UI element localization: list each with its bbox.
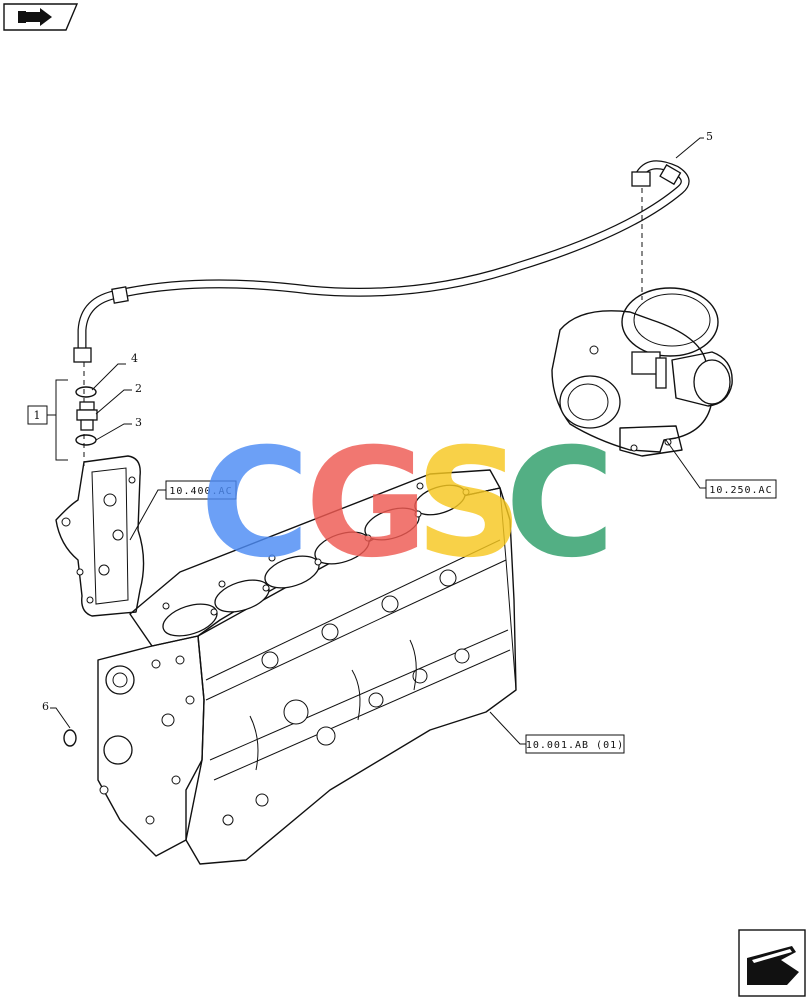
watermark-letter-4: C xyxy=(505,417,615,591)
callout-1: 1 xyxy=(34,409,41,422)
ref-front-cover[interactable]: 10.400.AC xyxy=(165,480,237,500)
callout-1-box: 1 xyxy=(27,405,48,425)
callout-3: 3 xyxy=(135,416,142,429)
adapter-fitting xyxy=(76,401,98,431)
watermark: C G S C xyxy=(200,417,615,591)
turbocharger xyxy=(551,287,733,457)
book-arrow-icon[interactable] xyxy=(3,3,79,31)
engine-block xyxy=(97,469,517,865)
svg-text:10.250.AC: 10.250.AC xyxy=(709,485,772,496)
o-ring-lower xyxy=(75,434,97,446)
watermark-letter-2: G xyxy=(305,417,428,591)
svg-text:10.001.AB (01): 10.001.AB (01) xyxy=(526,740,624,751)
callout-4: 4 xyxy=(131,352,138,365)
front-cover-gasket xyxy=(55,455,145,617)
ref-turbocharger[interactable]: 10.250.AC xyxy=(705,479,777,499)
pipe-joint-left xyxy=(111,286,129,304)
watermark-letter-1: C xyxy=(200,417,310,591)
callout-6: 6 xyxy=(42,700,49,713)
oil-feed-pipe xyxy=(73,160,690,363)
seal-ring xyxy=(63,729,77,747)
next-page-arrow-icon[interactable] xyxy=(738,929,806,997)
svg-text:10.400.AC: 10.400.AC xyxy=(169,486,232,497)
pipe-nut-lower xyxy=(73,347,92,363)
callout-2: 2 xyxy=(135,382,142,395)
o-ring-upper xyxy=(75,386,97,398)
callout-5: 5 xyxy=(706,130,713,143)
watermark-letter-3: S xyxy=(415,417,523,591)
ref-engine-block[interactable]: 10.001.AB (01) xyxy=(525,734,625,754)
pipe-nut-turbo xyxy=(631,171,651,187)
pipe-joint-top xyxy=(659,164,682,186)
